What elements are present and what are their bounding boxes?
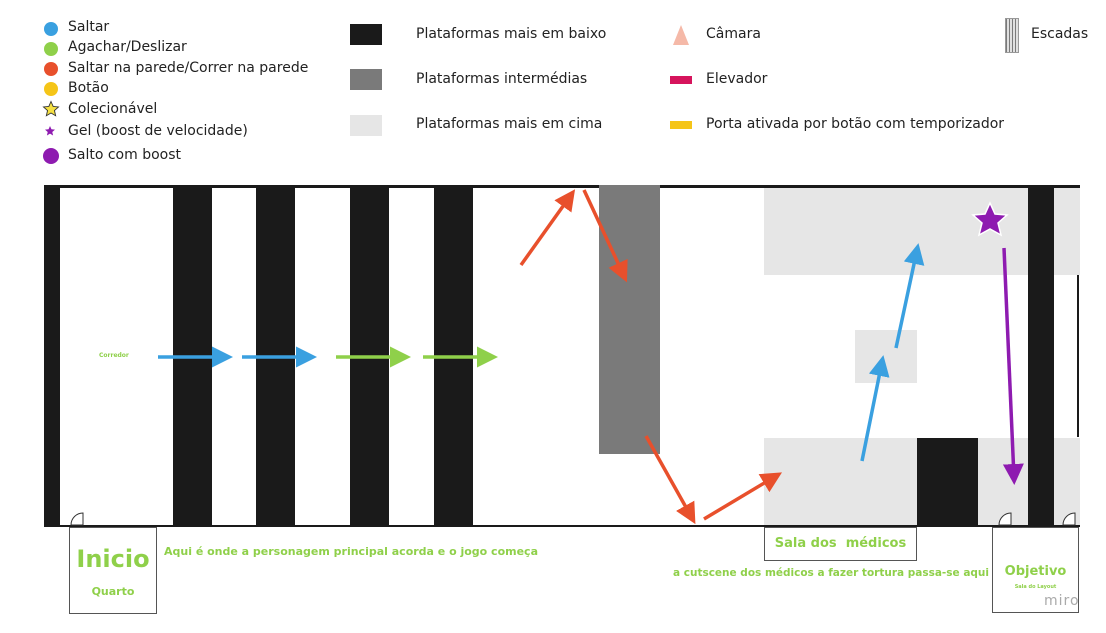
goal-wall [1028,185,1054,527]
map-left-wall [44,185,60,527]
button-legend-dot [44,82,58,96]
wall-run-arrow [519,189,576,267]
camera-icon [673,25,689,45]
doctors-room-door-icon [998,512,1012,526]
jump-arrow [860,355,890,462]
goal-room-subtitle: Sala do Layout [1014,584,1057,590]
doctors-room-note: a cutscene dos médicos a fazer tortura p… [673,567,989,579]
high-platform-swatch [350,115,382,136]
legend-label-jump: Saltar [68,19,110,35]
legend-label-gel: Gel (boost de velocidade) [68,123,248,139]
goal-room-title: Objetivo [1004,564,1067,579]
legend-label-wall-jump: Saltar na parede/Correr na parede [68,60,309,76]
wall-run-arrow [703,472,783,521]
corridor-label: Corredor [99,352,129,359]
start-room-title: Inicio [76,545,150,573]
legend-label-elevator: Elevador [706,71,768,87]
start-door-icon [70,512,84,526]
mid-platform-swatch [350,69,382,90]
low-platform-swatch [350,24,382,45]
start-room-subtitle: Quarto [91,585,135,598]
legend-label-button: Botão [68,80,109,96]
start-room-box [69,527,157,614]
legend-label-high-platform: Plataformas mais em cima [416,116,603,132]
map-bottom-wall [44,525,1080,527]
legend-label-stairs: Escadas [1031,26,1089,42]
low-platform-end [917,438,978,527]
wall-run-arrow [644,435,696,525]
jump-arrow [894,243,925,349]
legend-label-low-platform: Plataformas mais em baixo [416,26,607,42]
legend-label-crouch: Agachar/Deslizar [68,39,187,55]
doctors-room-box [764,527,917,561]
jump-legend-dot [44,22,58,36]
goal-room-box [992,527,1079,613]
wall-run-arrow [582,189,628,283]
miro-watermark: miro [1044,593,1080,609]
timed-door-swatch [670,121,692,129]
collectible-legend-star-icon [42,100,60,117]
gel-legend-star-icon [45,126,55,136]
legend-label-boost-jump: Salto com boost [68,147,182,163]
start-room-note: Aqui é onde a personagem principal acord… [164,545,539,558]
wall-jump-legend-dot [44,62,58,76]
map-top-wall [44,185,1080,188]
crouch-legend-dot [44,42,58,56]
elevator-swatch [670,76,692,84]
map-right-wall [1077,275,1079,437]
stairs-icon [1005,18,1019,53]
gel-star-icon [971,201,1009,237]
high-platform-bottom-left [764,438,917,525]
legend-label-collectible: Colecionável [68,101,158,117]
legend-label-camera: Câmara [706,26,761,42]
boost-jump-legend-dot [43,148,59,164]
goal-door-icon [1062,512,1076,526]
boost-drop-arrow [1002,247,1024,485]
mid-platform [599,185,660,454]
legend-label-mid-platform: Plataformas intermédias [416,71,588,87]
doctors-room-title: Sala dos médicos [774,536,907,551]
legend-label-timed-door: Porta ativada por botão com temporizador [706,116,1005,132]
